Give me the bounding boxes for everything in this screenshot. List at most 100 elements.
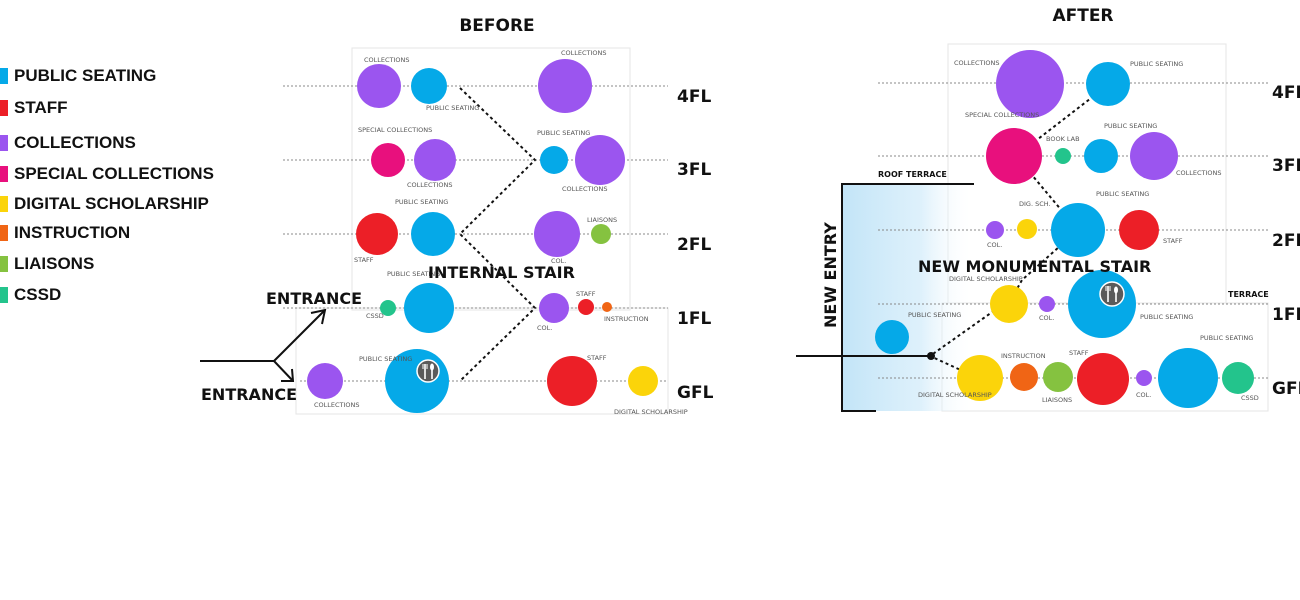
legend-swatch [0, 68, 8, 84]
entrance-arrows [200, 308, 327, 382]
bubble-label: PUBLIC SEATING [537, 129, 590, 137]
bubble-staff [356, 213, 398, 255]
after-panel: AFTER 4FL 3FL 2FL 1FL GFL [796, 6, 1300, 412]
bubble-staff [547, 356, 597, 406]
bubble-label: INSTRUCTION [1001, 352, 1046, 360]
bubble-cssd [1055, 148, 1071, 164]
bubble-special-collections [986, 128, 1042, 184]
bubble-label: STAFF [576, 290, 596, 298]
bubble-public-seating [411, 68, 447, 104]
bubble-digital-scholarship [990, 285, 1028, 323]
bubble-liaisons [591, 224, 611, 244]
bubble-label: LIAISONS [587, 216, 617, 224]
bubble-digital-scholarship [628, 366, 658, 396]
bubble-public-seating [1086, 62, 1130, 106]
bubble-collections [538, 59, 592, 113]
new-monumental-stair-label: NEW MONUMENTAL STAIR [918, 257, 1151, 276]
bubble-staff [578, 299, 594, 315]
bubble-label: PUBLIC SEATING [387, 270, 440, 278]
floor-label-2fl: 2FL [677, 235, 711, 255]
bubble-label: COL. [537, 324, 552, 332]
after-title: AFTER [1052, 6, 1113, 26]
entry-bracket [841, 183, 974, 412]
bubble-label: SPECIAL COLLECTIONS [965, 111, 1039, 119]
internal-stair-label: INTERNAL STAIR [428, 263, 575, 282]
legend-swatch [0, 135, 8, 151]
bubble-label: LIAISONS [1042, 396, 1072, 404]
bubble-digital-scholarship [1017, 219, 1037, 239]
bubble-label: STAFF [587, 354, 607, 362]
entrance-label-upper: ENTRANCE [266, 289, 362, 308]
bubble-label: CSSD [1241, 394, 1259, 402]
bubble-special-collections [371, 143, 405, 177]
before-upper-outline [351, 47, 631, 311]
bubble-public-seating [1158, 348, 1218, 408]
dining-icon [416, 359, 440, 383]
bubble-label: COL. [551, 257, 566, 265]
bubble-public-seating [540, 146, 568, 174]
floor-label-3fl: 3FL [677, 160, 711, 180]
bubble-label: COLLECTIONS [562, 185, 608, 193]
bubble-label: PUBLIC SEATING [426, 104, 479, 112]
floor-label-3fl: 3FL [1272, 156, 1300, 176]
floor-label-gfl: GFL [677, 383, 714, 403]
bubble-instruction [1010, 363, 1038, 391]
bubble-label: BOOK LAB [1046, 135, 1080, 143]
bubble-label: SPECIAL COLLECTIONS [358, 126, 432, 134]
legend-swatch [0, 225, 8, 241]
dining-icon [1099, 281, 1125, 307]
bubble-collections [1130, 132, 1178, 180]
bubble-label: DIG. SCH. [1019, 200, 1051, 208]
new-entry-label: NEW ENTRY [821, 222, 840, 328]
bubble-public-seating [1068, 270, 1136, 338]
bubble-label: STAFF [354, 256, 374, 264]
bubble-collections [307, 363, 343, 399]
bubble-collections [996, 50, 1064, 118]
bubble-liaisons [1043, 362, 1073, 392]
floor-label-4fl: 4FL [677, 87, 711, 107]
bubble-label: DIGITAL SCHOLARSHIP [614, 408, 688, 416]
bubble-label: STAFF [1163, 237, 1183, 245]
floor-label-1fl: 1FL [1272, 305, 1300, 325]
bubble-collections [986, 221, 1004, 239]
bubble-collections [414, 139, 456, 181]
before-bubble-labels: COLLECTIONS PUBLIC SEATING COLLECTIONS S… [314, 49, 688, 416]
bubble-collections [534, 211, 580, 257]
before-lower-outline [295, 307, 669, 415]
bubble-cssd [380, 300, 396, 316]
floor-label-4fl: 4FL [1272, 83, 1300, 103]
bubble-public-seating [875, 320, 909, 354]
bubble-label: COL. [1039, 314, 1054, 322]
bubble-label: COLLECTIONS [407, 181, 453, 189]
bubble-label: COL. [987, 241, 1002, 249]
bubble-label: COLLECTIONS [561, 49, 607, 57]
before-panel: BEFORE 4FL 3FL 2FL 1FL GFL [200, 16, 714, 416]
bubble-public-seating [411, 212, 455, 256]
bubble-public-seating [1084, 139, 1118, 173]
legend-swatch [0, 287, 8, 303]
bubble-staff [1119, 210, 1159, 250]
legend-swatch [0, 100, 8, 116]
bubble-collections [575, 135, 625, 185]
bubble-label: COLLECTIONS [364, 56, 410, 64]
bubble-label: COLLECTIONS [954, 59, 1000, 67]
bubble-collections [1136, 370, 1152, 386]
bubble-label: PUBLIC SEATING [908, 311, 961, 319]
bubble-label: PUBLIC SEATING [1104, 122, 1157, 130]
bubble-label: CSSD [366, 312, 384, 320]
bubble-label: DIGITAL SCHOLARSHIP [949, 275, 1023, 283]
bubble-label: PUBLIC SEATING [1200, 334, 1253, 342]
floor-label-1fl: 1FL [677, 309, 711, 329]
roof-terrace-label: ROOF TERRACE [878, 170, 947, 179]
bubble-label: COL. [1136, 391, 1151, 399]
bubble-label: PUBLIC SEATING [1140, 313, 1193, 321]
bubble-label: PUBLIC SEATING [395, 198, 448, 206]
bubble-label: PUBLIC SEATING [359, 355, 412, 363]
bubble-label: STAFF [1069, 349, 1089, 357]
internal-stair-path [458, 87, 537, 382]
entry-shade [842, 184, 974, 411]
legend-swatch [0, 166, 8, 182]
floor-label-gfl: GFL [1272, 379, 1300, 399]
